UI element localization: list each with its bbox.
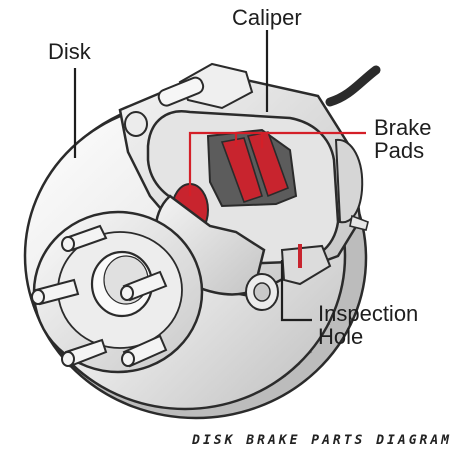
label-disk: Disk: [48, 39, 91, 64]
wheel-stud: [61, 224, 108, 252]
wheel-stud: [31, 278, 80, 306]
wheel-stud: [121, 334, 168, 368]
bleeder-screw: [349, 214, 369, 231]
wheel-studs: [31, 224, 168, 368]
leader-lines: [73, 30, 366, 322]
label-caliper: Caliper: [232, 5, 302, 30]
slide-pin-top: [157, 76, 205, 107]
mount-right: [334, 138, 364, 224]
label-inspection-hole: Inspection Hole: [318, 301, 419, 350]
leader-pad-to-piston: [188, 131, 262, 196]
caliper-boss-top: [178, 62, 254, 110]
wheel-stud: [61, 338, 108, 368]
brake-hose: [325, 65, 381, 107]
wheel-stud: [120, 270, 168, 302]
diagram-caption: DISK BRAKE PARTS DIAGRAM: [192, 433, 452, 448]
caliper-bolt-upper: [124, 111, 148, 137]
leader-inspection-hole: [280, 260, 312, 322]
label-brake-pads: Brake Pads: [374, 115, 432, 164]
lower-bracket: [280, 244, 332, 286]
